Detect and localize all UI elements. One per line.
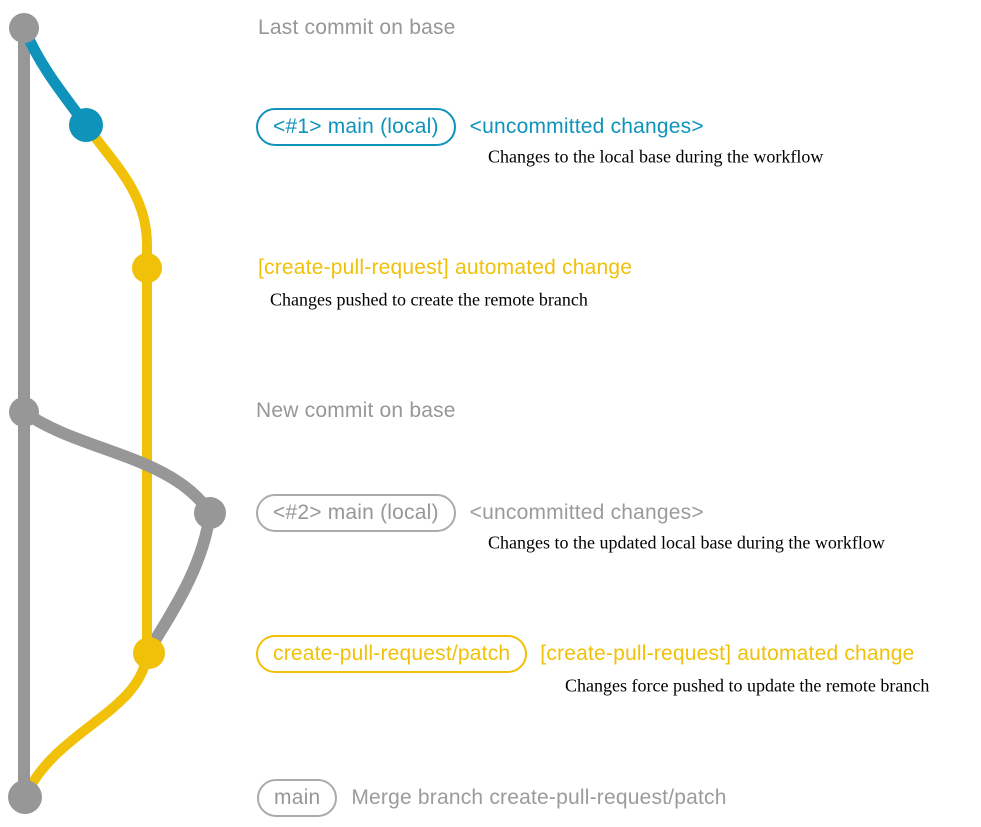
description-uncommitted-1: Changes to the local base during the wor… bbox=[488, 146, 824, 167]
row-merge: main Merge branch create-pull-request/pa… bbox=[257, 779, 727, 817]
commit-dot-main-local-1 bbox=[69, 108, 103, 142]
commit-dot-merge bbox=[8, 780, 42, 814]
edge-base-to-local-main-1 bbox=[18, 22, 92, 131]
branch-badge-patch: create-pull-request/patch bbox=[256, 635, 528, 673]
commit-message-automated-change-1: [create-pull-request] automated change bbox=[258, 256, 633, 279]
description-automated-1: Changes pushed to create the remote bran… bbox=[270, 289, 588, 310]
commit-dot-new-base bbox=[9, 397, 39, 427]
label-new-commit-on-base: New commit on base bbox=[256, 399, 456, 422]
note-uncommitted-changes-1: <uncommitted changes> bbox=[469, 115, 704, 138]
branch-badge-main-local-1: <#1> main (local) bbox=[256, 108, 456, 146]
commit-message-automated-change-2: [create-pull-request] automated change bbox=[540, 642, 915, 665]
edge-base-to-local-main-2 bbox=[18, 406, 216, 519]
label-last-commit-on-base: Last commit on base bbox=[258, 16, 456, 39]
edge-local-main-2-to-patch bbox=[145, 507, 216, 653]
commit-message-merge: Merge branch create-pull-request/patch bbox=[351, 786, 727, 809]
description-automated-2: Changes force pushed to update the remot… bbox=[565, 675, 930, 696]
commit-dot-main-local-2 bbox=[194, 497, 226, 529]
branch-badge-main: main bbox=[257, 779, 338, 817]
note-uncommitted-changes-2: <uncommitted changes> bbox=[469, 501, 704, 524]
row-patch-branch: create-pull-request/patch [create-pull-r… bbox=[256, 635, 914, 673]
commit-dot-patch-2 bbox=[133, 637, 165, 669]
commit-dot-patch-1 bbox=[132, 253, 162, 283]
branch-badge-main-local-2: <#2> main (local) bbox=[256, 494, 456, 532]
row-main-local-1: <#1> main (local) <uncommitted changes> bbox=[256, 108, 704, 146]
row-main-local-2: <#2> main (local) <uncommitted changes> bbox=[256, 494, 704, 532]
description-uncommitted-2: Changes to the updated local base during… bbox=[488, 532, 885, 553]
commit-dot-last-base bbox=[9, 13, 39, 43]
